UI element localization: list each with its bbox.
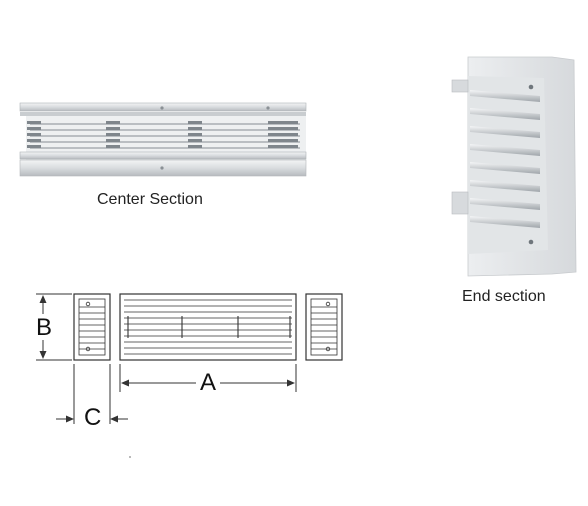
dimension-b-label: B: [36, 314, 53, 341]
drawing-center-piece: [119, 293, 297, 361]
dimension-drawing: [36, 293, 343, 424]
dimension-b-line: [36, 293, 72, 361]
dimension-a-line: [119, 364, 297, 392]
center-section-image: [19, 102, 307, 177]
dimension-c-line: [56, 364, 128, 424]
drawing-right-end: [305, 293, 343, 361]
end-section-image: [451, 56, 577, 277]
dimension-c-label: C: [84, 404, 102, 431]
dimension-a-label: A: [200, 369, 217, 396]
end-section-label: End section: [462, 288, 546, 305]
stray-dot: [129, 456, 131, 458]
center-section-label: Center Section: [97, 191, 203, 208]
drawing-left-end: [73, 293, 111, 361]
